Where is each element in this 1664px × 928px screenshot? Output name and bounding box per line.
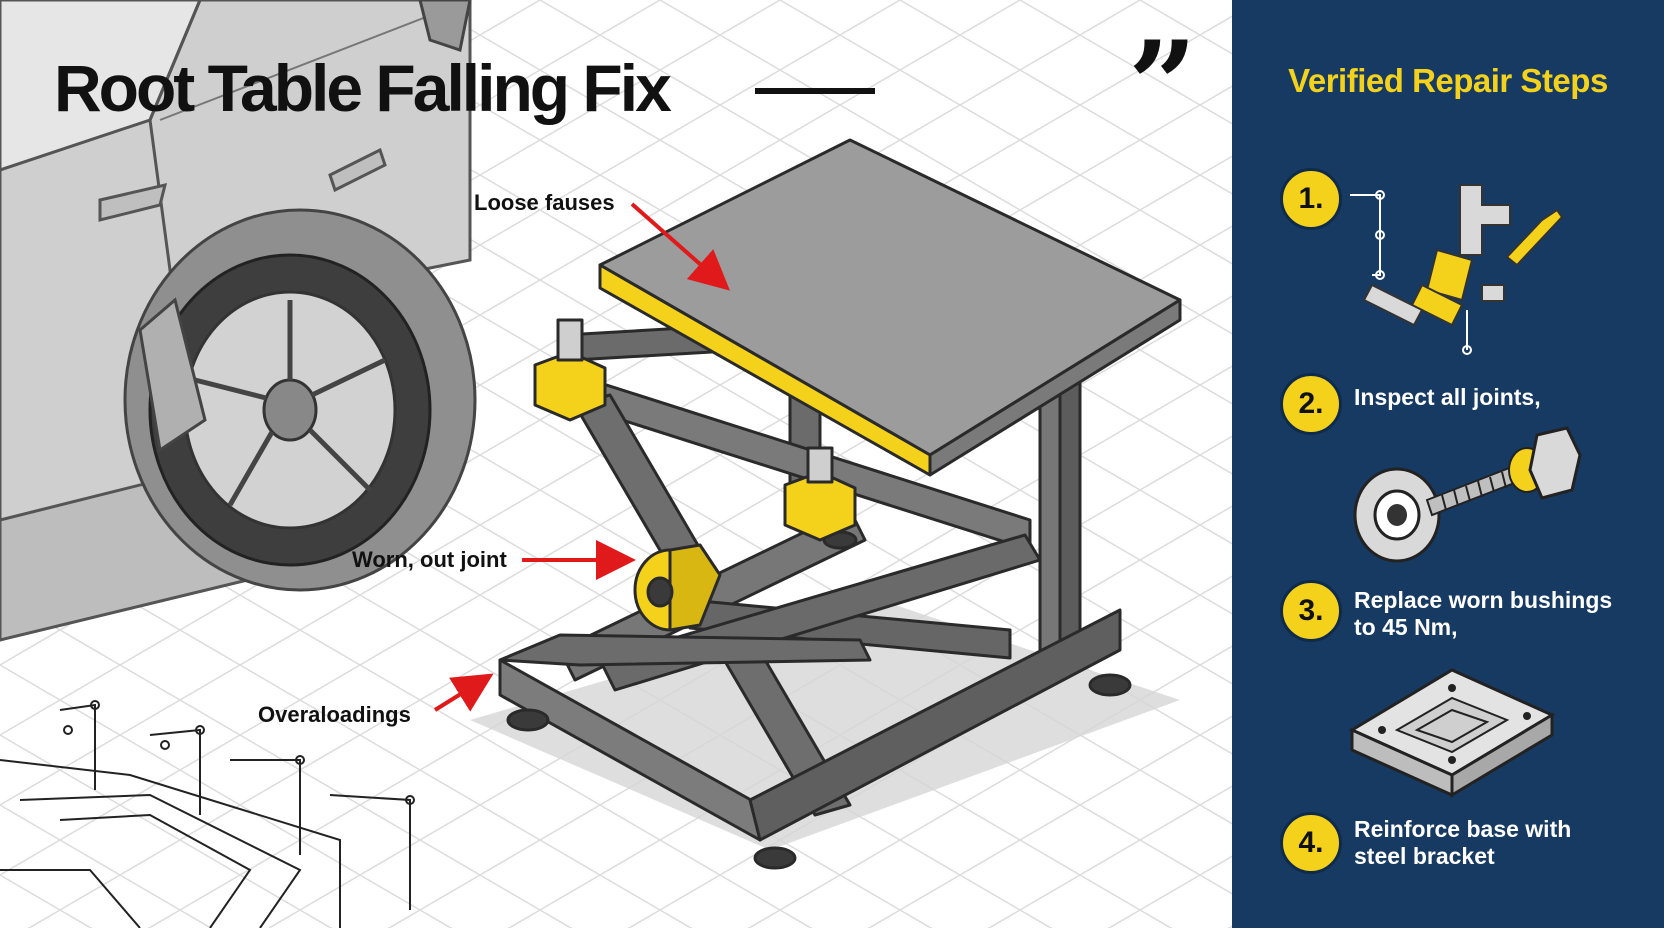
blueprint-sketch bbox=[0, 700, 415, 928]
step-4-text: Reinforce base with steel bracket bbox=[1354, 816, 1572, 869]
step-3-text: Replace worn bushings to 45 Nm, bbox=[1354, 587, 1613, 640]
callout-loose-fauses: Loose fauses bbox=[474, 190, 615, 215]
quote-icon: ” bbox=[1128, 15, 1198, 156]
car-illustration bbox=[0, 0, 477, 642]
illustration-area: Root Table Falling Fix ” Loose fauses Wo… bbox=[0, 0, 1232, 928]
step-1-badge: 1. bbox=[1280, 168, 1342, 230]
step-4-badge: 4. bbox=[1280, 812, 1342, 874]
bolt-nut-icon bbox=[1353, 426, 1582, 563]
isometric-scene bbox=[0, 0, 1232, 928]
tools-icon bbox=[1350, 184, 1564, 355]
step-2-badge: 2. bbox=[1280, 373, 1342, 435]
panel-title: Verified Repair Steps bbox=[1288, 62, 1608, 99]
arrow-overload bbox=[433, 673, 494, 712]
steel-plate-icon bbox=[1348, 668, 1556, 798]
repair-steps-panel: Verified Repair Steps 1. 2. Inspect all … bbox=[1232, 0, 1664, 928]
lift-table bbox=[498, 138, 1182, 870]
title-dash bbox=[755, 88, 875, 94]
callout-overloading: Overaloadings bbox=[258, 702, 411, 727]
step-3-badge: 3. bbox=[1280, 580, 1342, 642]
page-title: Root Table Falling Fix bbox=[54, 51, 672, 125]
step-2-text: Inspect all joints, bbox=[1354, 384, 1541, 410]
callout-worn-joint: Worn, out joint bbox=[352, 547, 507, 572]
brake-caliper bbox=[138, 297, 207, 453]
arrow-loose bbox=[630, 202, 730, 291]
